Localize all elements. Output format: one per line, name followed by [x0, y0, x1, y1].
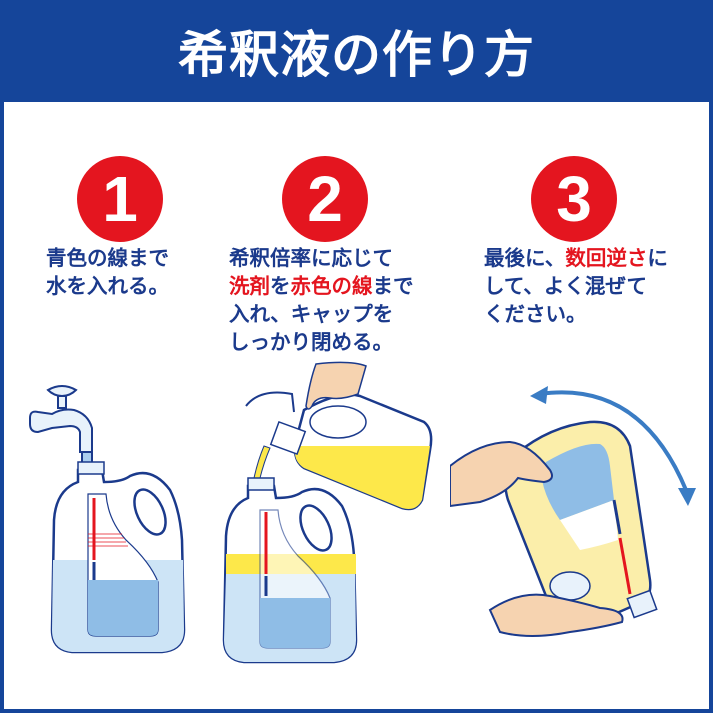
step-line: 希釈倍率に応じて	[229, 246, 393, 270]
hand-icon	[305, 361, 367, 410]
step-description: 希釈倍率に応じて 洗剤を赤色の線まで 入れ、キャップを しっかり閉める。	[229, 244, 414, 356]
step-description: 最後に、数回逆さに して、よく混ぜて ください。	[484, 244, 668, 328]
step-line: して、よく混ぜて	[484, 274, 647, 298]
rotation-arrow-icon	[539, 390, 688, 491]
step-number-badge: 2	[282, 156, 368, 242]
step-line: 水を入れる。	[46, 274, 169, 298]
step-number-badge: 3	[531, 156, 617, 242]
faucet-icon	[29, 385, 93, 467]
hand-icon	[450, 440, 553, 508]
step-description: 青色の線まで 水を入れる。	[46, 244, 169, 300]
faucet-bottle-illustration	[29, 385, 186, 654]
header-banner: 希釈液の作り方	[0, 0, 713, 102]
step-line: 青色の線まで	[46, 246, 169, 270]
step-line: 最後に、数回逆さに	[484, 246, 668, 270]
step-line: しっかり閉める。	[229, 330, 393, 354]
step-line: 入れ、キャップを	[229, 302, 394, 326]
hand-icon	[488, 593, 624, 637]
pouring-detergent-illustration	[222, 361, 433, 664]
step-line: ください。	[484, 302, 587, 326]
mixing-bottle-illustration	[450, 386, 696, 637]
step-number-badge: 1	[77, 156, 163, 242]
step-line: 洗剤を赤色の線まで	[229, 274, 414, 298]
page-title: 希釈液の作り方	[178, 26, 535, 84]
instructions-panel: 1 青色の線まで 水を入れる。	[4, 102, 709, 709]
